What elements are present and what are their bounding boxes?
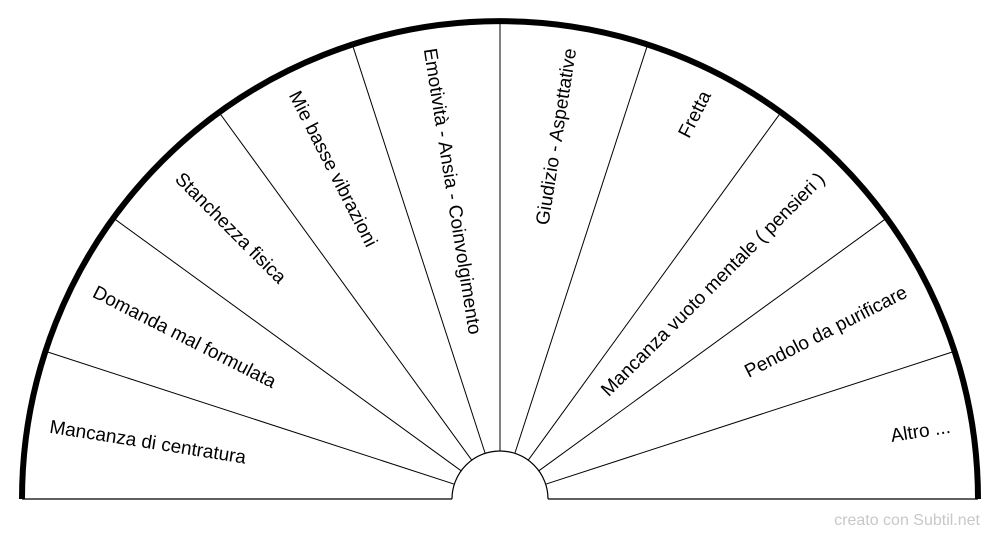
segment-dividers (47, 23, 953, 485)
segment-label: Mie basse vibrazioni (284, 88, 381, 251)
segment-divider (538, 218, 886, 472)
credit-text: creato con Subtil.net (834, 512, 980, 529)
segment-divider (219, 113, 473, 461)
segment-label: Mancanza di centratura (48, 417, 248, 469)
segment-label: Domanda mal formulata (89, 282, 280, 393)
segment-label: Pendolo da purificare (741, 282, 911, 382)
segment-label: Fretta (675, 87, 716, 141)
segment-divider (527, 113, 781, 461)
segment-label: Stanchezza fisica (170, 169, 290, 289)
center-hub (451, 450, 549, 500)
segment-divider (352, 46, 486, 454)
segment-divider (545, 351, 953, 485)
outer-arc (19, 18, 981, 500)
segment-label: Giudizio - Aspettative (533, 47, 582, 227)
segment-label: Altro ... (889, 417, 952, 447)
segment-label: Emotività - Ansia - Coinvolgimento (419, 47, 485, 336)
segment-divider (114, 218, 462, 472)
segment-divider (47, 351, 455, 485)
segment-divider (514, 46, 648, 454)
